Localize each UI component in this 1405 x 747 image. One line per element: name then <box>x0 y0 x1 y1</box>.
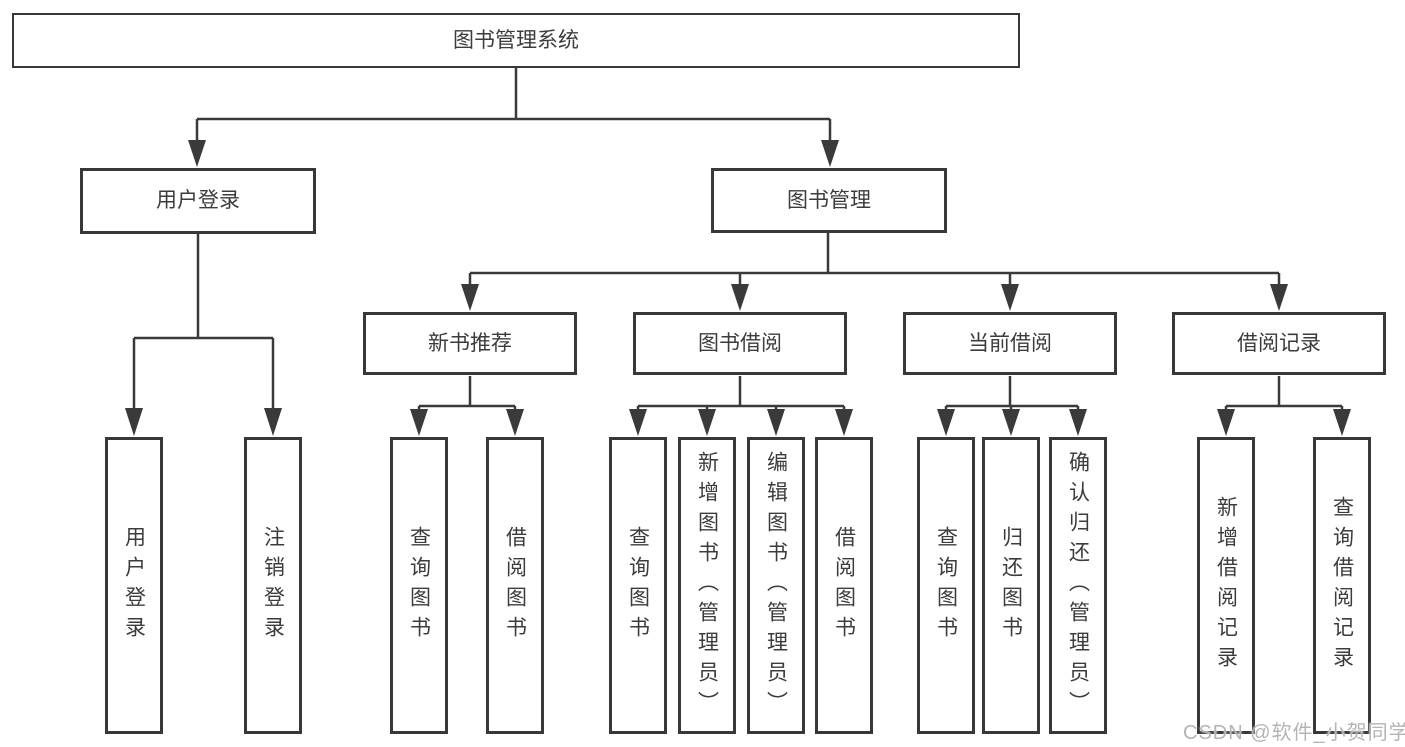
node-book-management: 图书管理 <box>711 168 947 233</box>
leaf-user-login: 用户登录 <box>105 437 163 734</box>
leaf-confirm-return-admin: 确认归还（管理员） <box>1049 437 1107 734</box>
leaf-borrow-books-borrowing: 借阅图书 <box>815 437 873 734</box>
node-new-book-recommendation: 新书推荐 <box>363 312 577 375</box>
leaf-borrow-books-borrowing-label: 借阅图书 <box>832 525 856 646</box>
node-user-login: 用户登录 <box>80 168 316 234</box>
node-borrowing-records: 借阅记录 <box>1172 312 1386 375</box>
leaf-add-borrow-record: 新增借阅记录 <box>1197 437 1255 734</box>
node-user-login-label: 用户登录 <box>156 189 240 213</box>
node-current-borrowing-label: 当前借阅 <box>968 331 1052 355</box>
root-node: 图书管理系统 <box>12 13 1020 68</box>
leaf-logout-label: 注销登录 <box>261 525 285 646</box>
node-book-management-label: 图书管理 <box>787 188 871 212</box>
leaf-query-books-borrowing-label: 查询图书 <box>626 525 650 646</box>
leaf-query-borrow-record-label: 查询借阅记录 <box>1330 495 1354 676</box>
leaf-query-books-recommend-label: 查询图书 <box>407 525 431 646</box>
leaf-confirm-return-admin-label: 确认归还（管理员） <box>1066 450 1090 721</box>
leaf-query-books-borrowing: 查询图书 <box>609 437 667 734</box>
node-book-borrowing: 图书借阅 <box>633 312 847 375</box>
node-current-borrowing: 当前借阅 <box>903 312 1117 375</box>
node-borrowing-records-label: 借阅记录 <box>1237 331 1321 355</box>
node-new-book-recommendation-label: 新书推荐 <box>428 331 512 355</box>
leaf-user-login-label: 用户登录 <box>122 525 146 646</box>
leaf-add-borrow-record-label: 新增借阅记录 <box>1214 495 1238 676</box>
leaf-add-books-admin-label: 新增图书（管理员） <box>695 450 719 721</box>
node-book-borrowing-label: 图书借阅 <box>698 331 782 355</box>
leaf-query-borrow-record: 查询借阅记录 <box>1313 437 1371 734</box>
watermark: CSDN @软件_小贺同学 <box>1183 722 1405 744</box>
leaf-edit-books-admin: 编辑图书（管理员） <box>747 437 805 734</box>
leaf-return-books: 归还图书 <box>982 437 1040 734</box>
leaf-return-books-label: 归还图书 <box>999 525 1023 646</box>
root-node-label: 图书管理系统 <box>453 28 579 52</box>
leaf-query-books-current-label: 查询图书 <box>934 525 958 646</box>
leaf-logout: 注销登录 <box>244 437 302 734</box>
leaf-borrow-books-recommend: 借阅图书 <box>486 437 544 734</box>
leaf-add-books-admin: 新增图书（管理员） <box>678 437 736 734</box>
leaf-query-books-current: 查询图书 <box>917 437 975 734</box>
arrowhead-icons <box>125 140 1351 436</box>
leaf-edit-books-admin-label: 编辑图书（管理员） <box>764 450 788 721</box>
leaf-borrow-books-recommend-label: 借阅图书 <box>503 525 527 646</box>
leaf-query-books-recommend: 查询图书 <box>390 437 448 734</box>
